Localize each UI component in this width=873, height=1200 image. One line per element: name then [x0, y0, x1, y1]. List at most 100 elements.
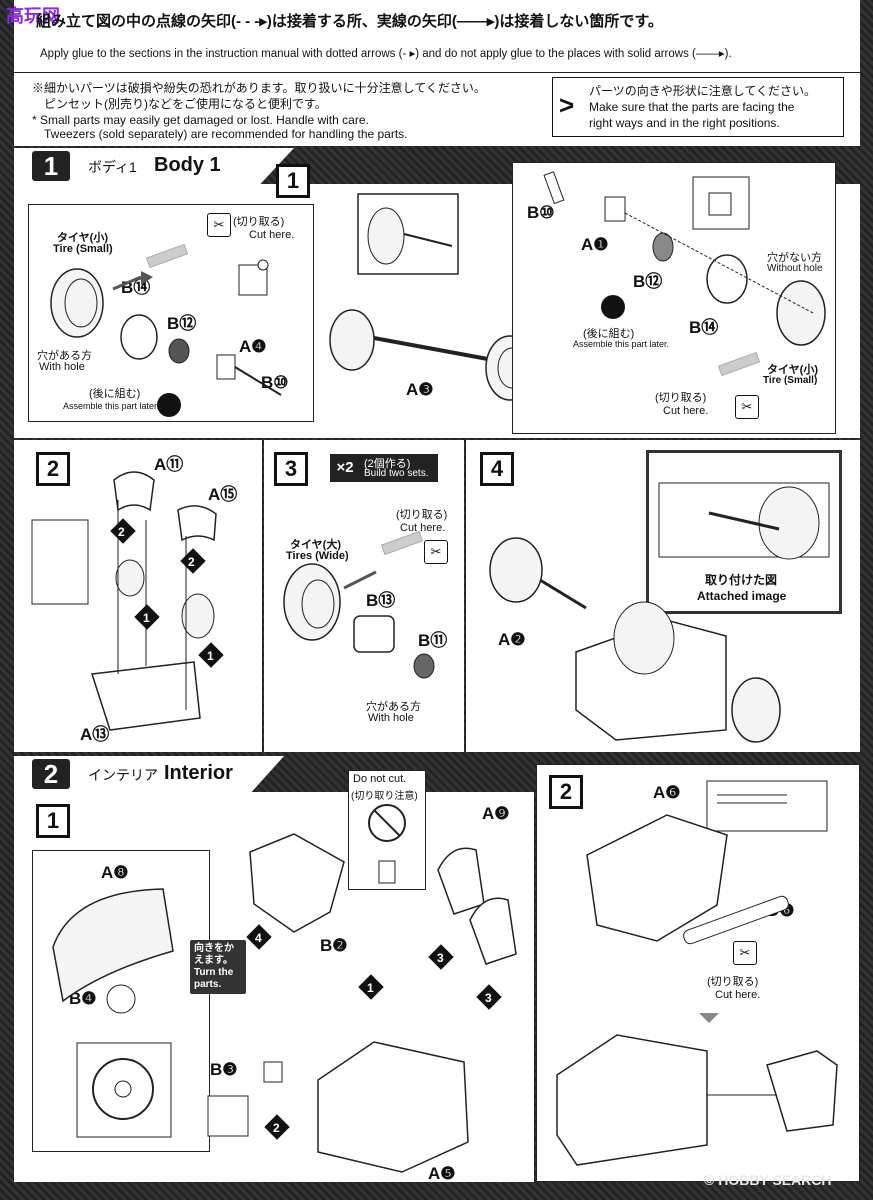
- wheel-parts-drawing: [543, 171, 826, 377]
- part-a4: A❹: [239, 337, 267, 356]
- part-b14-right: B⑭: [689, 318, 719, 337]
- body-step3-number: 3: [274, 452, 308, 486]
- dashboard-detail-box: A❽ B❹: [32, 850, 210, 1152]
- part-a3: A❸: [406, 380, 434, 399]
- note-ja-1: ※細かいパーツは破損や紛失の恐れがあります。取り扱いに十分注意してください。: [32, 81, 486, 95]
- part-a5: A❺: [428, 1164, 456, 1183]
- cut-ja-right: (切り取る): [655, 392, 707, 404]
- x2-badge: ×2: [330, 454, 360, 482]
- orientation-note-box: > パーツの向きや形状に注意してください。 Make sure that the…: [552, 77, 844, 137]
- assemble-later-en-right: Assemble this part later.: [573, 339, 670, 349]
- build-two-en: Build two sets.: [364, 468, 429, 479]
- dashboard-drawing: [52, 888, 174, 1138]
- section1-badge: 1: [32, 151, 70, 181]
- part-a9: A❾: [482, 804, 510, 823]
- interior-step1-number: 1: [36, 804, 70, 838]
- svg-text:1: 1: [367, 981, 374, 995]
- cut-icon: ✂: [207, 213, 231, 237]
- part-a2: A❷: [498, 630, 526, 649]
- body-step1-panel: 1 タイヤ(小) Tire (Small) (切り取る) Cut here. ✂…: [14, 162, 860, 438]
- part-a15: A⑮: [208, 485, 238, 504]
- section2-title-en: Interior: [164, 762, 233, 784]
- body-step2-number: 2: [36, 452, 70, 486]
- fender-assembly-drawing: 2 2 1 1: [31, 471, 224, 731]
- header-title-ja: 組み立て図の中の点線の矢印(- - -▸)は接着する所、実線の矢印(——▸)は接…: [36, 13, 663, 30]
- tire-small-ja: タイヤ(小): [57, 232, 108, 244]
- tire-small-en: Tire (Small): [53, 243, 113, 255]
- svg-text:2: 2: [273, 1121, 280, 1135]
- without-hole-en: Without hole: [767, 263, 823, 274]
- note-ja-2: ピンセット(別売り)などをご使用になると便利です。: [44, 97, 327, 111]
- part-a8: A❽: [101, 863, 129, 882]
- attached-en: Attached image: [697, 589, 787, 603]
- interior-step1-panel: 1 A❽ B❹ 向きをかえます。 Turn the parts. Do not …: [14, 770, 534, 1183]
- cut-ja-step3: (切り取る): [396, 509, 448, 521]
- turn-en: Turn the parts.: [194, 967, 234, 990]
- tire-small-en-right: Tire (Small): [763, 375, 818, 386]
- interior-step2-panel: 2 A❻ D❻ ✂ (切り取る) Cut here.: [536, 764, 860, 1182]
- cut-icon-step3: ✂: [424, 540, 448, 564]
- part-b3: B❸: [210, 1060, 238, 1079]
- svg-text:1: 1: [143, 611, 150, 625]
- cut-en-step3: Cut here.: [400, 522, 446, 534]
- build-two-ja: (2個作る): [364, 458, 411, 470]
- attached-image-box: 取り付けた図 Attached image: [646, 450, 842, 614]
- note-en-2: Tweezers (sold separately) are recommend…: [44, 127, 408, 141]
- cut-en-interior: Cut here.: [715, 989, 761, 1001]
- without-hole-ja: 穴がない方: [767, 252, 822, 264]
- part-a13: A⑬: [80, 725, 110, 744]
- svg-text:3: 3: [437, 951, 444, 965]
- with-hole-ja: 穴がある方: [37, 350, 92, 362]
- svg-text:4: 4: [255, 931, 262, 945]
- svg-text:2: 2: [118, 525, 125, 539]
- cut-en-right: Cut here.: [663, 405, 709, 417]
- body-step3-panel: 3 ×2 (2個作る) Build two sets. (切り取る) Cut h…: [264, 440, 464, 752]
- build-two-box: (2個作る) Build two sets.: [360, 454, 438, 482]
- cut-ja-interior: (切り取る): [707, 976, 759, 988]
- part-b12-right: B⑫: [633, 272, 663, 291]
- with-hole-ja-step3: 穴がある方: [366, 701, 421, 713]
- tire-small-ja-right: タイヤ(小): [767, 364, 818, 376]
- hobby-search-watermark: © HOBBY SEARCH: [704, 1172, 832, 1188]
- header-title-en: Apply glue to the sections in the instru…: [40, 48, 732, 60]
- tire-wide-en: Tires (Wide): [286, 550, 349, 562]
- tire-small-drawing: [50, 243, 282, 417]
- wide-tire-drawing: [283, 530, 435, 679]
- section1-title-en: Body 1: [154, 154, 221, 176]
- svg-text:2: 2: [188, 555, 195, 569]
- svg-text:1: 1: [207, 649, 214, 663]
- dash-assembly-drawing: [556, 780, 838, 1166]
- orientation-en-2: right ways and in the right positions.: [589, 116, 780, 130]
- chassis-drawing: [489, 537, 781, 743]
- part-a11: A⑪: [154, 455, 184, 474]
- part-b10-right: B⑩: [527, 203, 555, 222]
- cockpit-tub-drawing: 4 1 3 3 2: [207, 833, 517, 1173]
- logo-text: 高玩网: [6, 6, 60, 26]
- notes-band: ※細かいパーツは破損や紛失の恐れがあります。取り扱いに十分注意してください。 ピ…: [14, 72, 860, 146]
- with-hole-en-step3: With hole: [368, 712, 414, 724]
- do-not-cut-ja: (切り取り注意): [351, 791, 418, 802]
- body-step1-number: 1: [276, 164, 310, 198]
- body-step4-number: 4: [480, 452, 514, 486]
- turn-parts-note: 向きをかえます。 Turn the parts.: [190, 940, 246, 994]
- assemble-later-ja-left: (後に組む): [89, 388, 141, 400]
- cut-icon-right: ✂: [735, 395, 759, 419]
- part-b11: B⑪: [418, 631, 448, 650]
- orientation-arrow-icon: >: [559, 90, 575, 120]
- part-b13: B⑬: [366, 591, 396, 610]
- part-a6: A❻: [653, 783, 681, 802]
- attached-ja: 取り付けた図: [705, 573, 778, 587]
- with-hole-en: With hole: [39, 361, 85, 373]
- no-cut-icon: [368, 804, 406, 884]
- part-b4: B❹: [69, 989, 97, 1008]
- interior-step2-number: 2: [549, 775, 583, 809]
- body-step1-left-detail: タイヤ(小) Tire (Small) (切り取る) Cut here. ✂ B…: [28, 204, 314, 422]
- part-a1: A❶: [581, 235, 609, 254]
- do-not-cut-en: Do not cut.: [353, 773, 407, 785]
- part-b2: B❷: [320, 936, 348, 955]
- tire-wide-ja: タイヤ(大): [290, 539, 341, 551]
- attached-image-drawing: [658, 482, 830, 560]
- axle-assembly-drawing: [329, 193, 534, 401]
- assemble-later-ja-right: (後に組む): [583, 328, 635, 340]
- cut-en-left: Cut here.: [249, 229, 295, 241]
